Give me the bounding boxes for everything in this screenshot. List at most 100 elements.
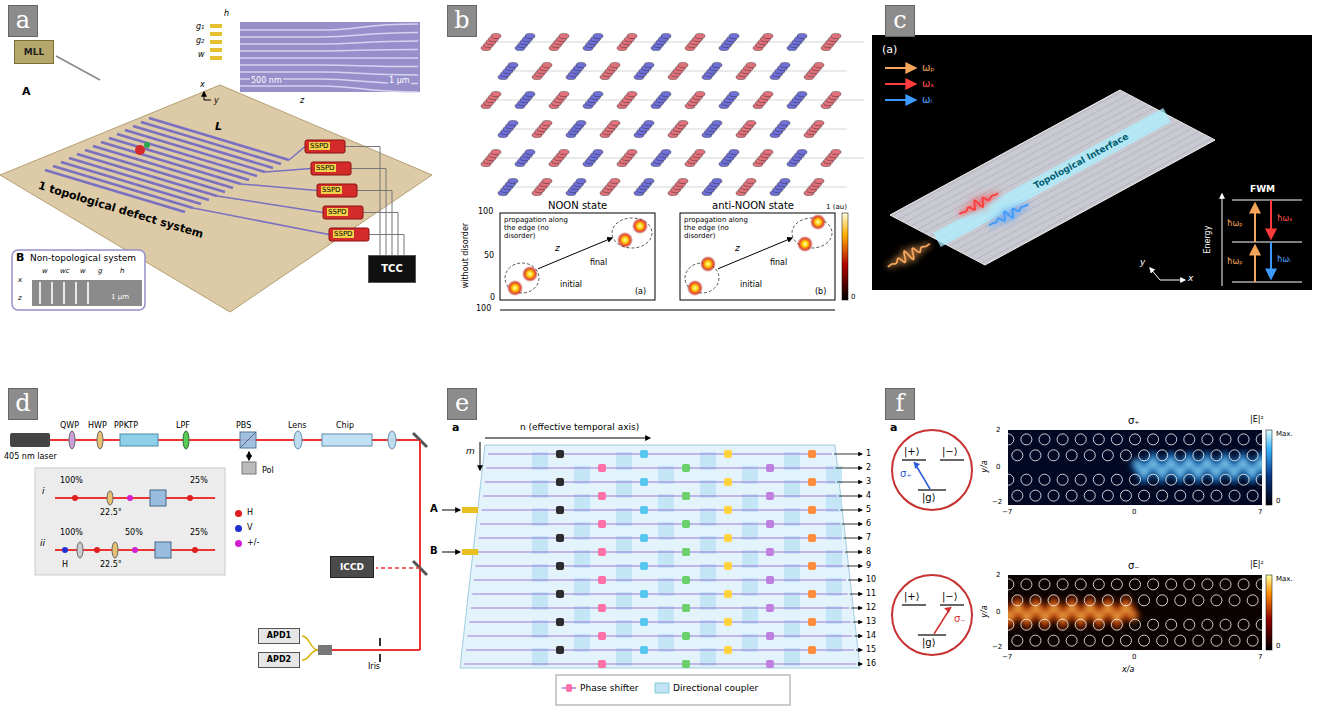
annotation-label: FWM: [1250, 184, 1275, 194]
annotation-label: σ₊: [1128, 415, 1140, 427]
annotation-label: x: [18, 276, 22, 284]
air-hole: [1229, 450, 1240, 461]
directional-coupler: [658, 634, 674, 652]
field-glow: [1135, 461, 1262, 475]
annotation-label: 1 (au): [826, 203, 847, 211]
directional-coupler: [658, 466, 674, 484]
air-hole: [1093, 474, 1104, 485]
air-hole: [1211, 490, 1222, 501]
input-port: [462, 507, 478, 513]
annotation-label: x: [200, 80, 205, 89]
lens: [388, 431, 396, 449]
directional-coupler: [700, 536, 716, 554]
slab-line: [833, 25, 1220, 235]
air-hole: [1030, 450, 1041, 461]
air-hole: [1211, 595, 1222, 606]
energy-level: [1232, 282, 1302, 283]
waveguide: [474, 580, 846, 581]
air-hole: [1120, 595, 1131, 606]
air-hole: [1111, 474, 1122, 485]
helix-turn: [695, 91, 705, 96]
phase-shifter: [766, 520, 774, 528]
annotation-label: 1 µm: [110, 293, 130, 301]
energy-level: [918, 634, 946, 635]
legend-text: +/-: [247, 538, 259, 547]
air-hole: [1039, 619, 1050, 630]
annotation-label: final: [770, 258, 787, 267]
output-arrow: [839, 496, 862, 497]
air-hole: [1048, 595, 1059, 606]
waveguide: [466, 650, 854, 651]
phase-shifter: [724, 618, 732, 626]
lens: [294, 431, 302, 449]
fan-out-waveguide: [193, 208, 329, 235]
output-arrow: [837, 482, 862, 483]
level-circle: |+⟩|−⟩σ₋|g⟩: [890, 573, 974, 657]
panel-letter: d: [15, 390, 30, 418]
air-hole: [1030, 635, 1041, 646]
annotation-label: 100%: [60, 528, 83, 537]
waveguide: [468, 636, 853, 637]
helix-turn: [525, 149, 535, 154]
detector-wire: [357, 191, 392, 256]
directional-coupler: [826, 522, 842, 540]
directional-coupler: [574, 550, 590, 568]
annotation-label: h: [120, 267, 124, 275]
panel-badge: b: [447, 5, 477, 37]
phase-shifter: [682, 492, 690, 500]
directional-coupler: [784, 648, 800, 666]
directional-coupler: [742, 522, 758, 540]
air-hole: [1021, 474, 1032, 485]
annotation-label: y/a: [979, 606, 988, 618]
directional-coupler: [616, 480, 632, 498]
air-hole: [1175, 595, 1186, 606]
annotation-label: 100: [476, 304, 491, 313]
annotation-label: 3: [866, 477, 871, 486]
helix-turn: [729, 149, 739, 154]
annotation-label: 0: [996, 608, 1000, 616]
fan-out-waveguide: [241, 184, 317, 191]
fan-out-waveguide: [265, 169, 311, 173]
annotation-label: a: [452, 422, 459, 435]
annotation-label: 0: [490, 293, 495, 302]
annotation-label: 9: [866, 561, 871, 570]
air-hole: [1111, 619, 1122, 630]
panel-letter: f: [896, 390, 905, 418]
directional-coupler: [616, 620, 632, 638]
slab-line: [841, 40, 1228, 250]
slab-line: [867, 88, 1254, 298]
directional-coupler: [826, 606, 842, 624]
annotation-label: σ₋: [1128, 560, 1140, 572]
output-arrow: [836, 468, 862, 469]
annotation-label: 7: [1258, 653, 1262, 661]
output-arrow: [843, 538, 862, 539]
slab-line: [816, 0, 1203, 203]
annotation-label: 11: [866, 589, 876, 598]
waveguide: [109, 138, 249, 180]
colorbar: [1266, 430, 1272, 505]
air-hole: [1247, 595, 1258, 606]
helix-turn: [661, 149, 671, 154]
waveguide: [141, 122, 281, 164]
legend-swatch: [566, 684, 572, 692]
sem-waveguide: [39, 282, 41, 304]
annotation-label: 100: [478, 207, 493, 216]
annotation-label: 405 nm laser: [4, 452, 57, 461]
annotation-label: PPKTP: [114, 421, 138, 430]
annotation-label: −2: [992, 498, 1002, 506]
beam-splitter: [240, 432, 256, 448]
sem-waveguide: [240, 33, 418, 38]
waveplate: [97, 431, 103, 449]
slab-line: [853, 62, 1240, 272]
phase-shifter: [640, 478, 648, 486]
output-arrow: [847, 566, 862, 567]
annotation-label: x/a: [1122, 665, 1134, 674]
helix-turn: [661, 33, 671, 38]
air-hole: [1066, 490, 1077, 501]
directional-coupler: [616, 452, 632, 470]
fiber: [302, 636, 318, 650]
air-hole: [1139, 450, 1150, 461]
waveguide: [486, 468, 833, 469]
legend-swatch: [235, 540, 242, 547]
slab-line: [804, 0, 1191, 182]
